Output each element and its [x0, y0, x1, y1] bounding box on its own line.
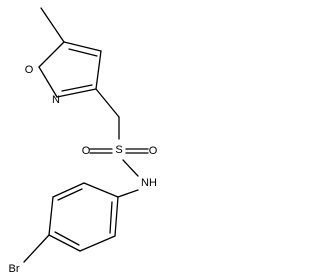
- bond-ar5-ar6: [79, 235, 116, 252]
- bond-c4-c5: [63, 41, 102, 52]
- atom-sulfur: S: [115, 144, 122, 156]
- bond-n2-c3-inner: [61, 84, 93, 92]
- atom-oxygen-ring: O: [25, 64, 34, 76]
- bond-n2-c3: [56, 88, 97, 98]
- bond-methyl: [40, 7, 65, 43]
- bond-o1-n2: [38, 66, 58, 98]
- bond-ar4-ar5: [48, 234, 81, 252]
- bond-ar2-ar3-inner: [57, 188, 83, 201]
- bond-c3-ch2: [95, 88, 120, 118]
- bond-ar3-ar4: [48, 196, 54, 236]
- bond-ar4-ar5-inner: [54, 231, 80, 246]
- atom-nitrogen-ring: N: [52, 94, 60, 106]
- atom-oxygen-sulfonyl-left: O: [82, 145, 91, 157]
- bond-c4-c5-inner: [68, 48, 98, 57]
- bond-ar6-ar1-inner: [109, 201, 113, 234]
- atom-oxygen-sulfonyl-right: O: [149, 145, 158, 157]
- bond-c5-o1: [38, 41, 65, 68]
- bond-ar4-br: [23, 234, 50, 263]
- bond-n-aryl: [117, 189, 139, 198]
- bond-s-n: [122, 159, 139, 177]
- bond-c3-c4: [95, 50, 102, 90]
- bond-ar6-ar1: [114, 196, 119, 237]
- atom-amine: NH: [141, 177, 157, 189]
- atom-bromine: Br: [9, 263, 20, 275]
- bond-ar1-ar2: [83, 182, 119, 198]
- bond-ar2-ar3: [52, 182, 85, 198]
- structure-drawing: O N S O O NH Br: [9, 7, 158, 275]
